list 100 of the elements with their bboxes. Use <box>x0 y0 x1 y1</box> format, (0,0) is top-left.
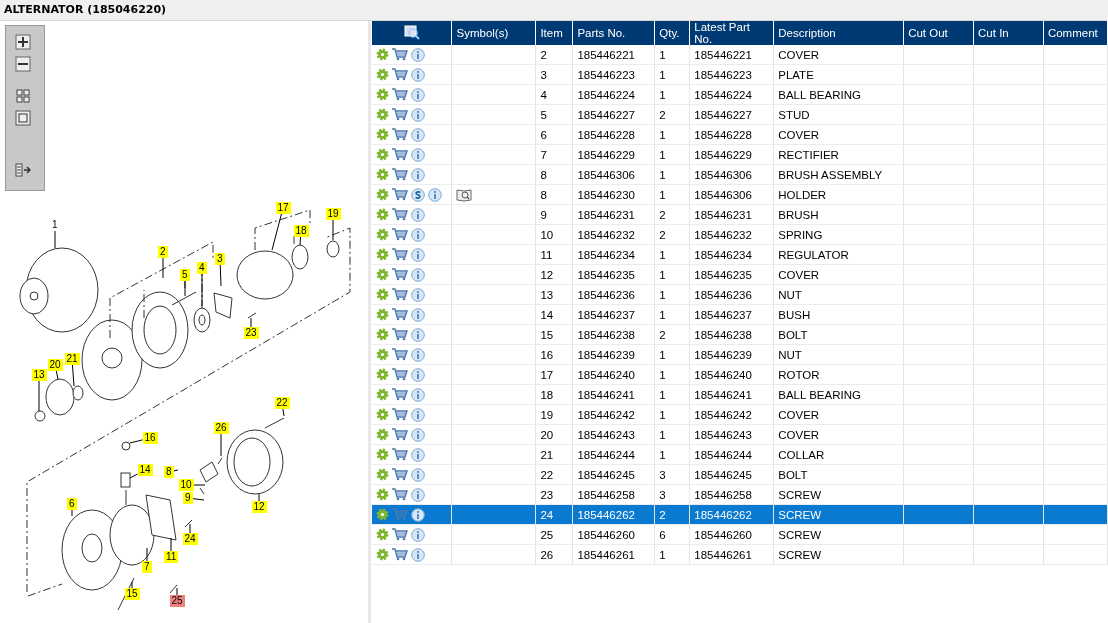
table-cell: 185446240 <box>689 364 774 385</box>
callout-number: 14 <box>137 464 153 476</box>
leader-line <box>332 219 334 241</box>
callout-number: 6 <box>67 498 77 510</box>
table-cell: HOLDER <box>773 184 904 205</box>
table-cell: 185446229 <box>572 144 655 165</box>
table-cell: 1 <box>654 544 690 565</box>
table-cell: 185446238 <box>689 324 774 345</box>
table-cell: 185446239 <box>689 344 774 365</box>
table-cell: 185446236 <box>689 284 774 305</box>
leader-line <box>258 493 260 502</box>
table-cell: 1 <box>654 124 690 145</box>
table-cell: 1 <box>654 45 690 65</box>
callout-number: 21 <box>64 353 80 365</box>
table-cell: 2 <box>654 324 690 345</box>
callout-number: 2 <box>158 246 168 258</box>
table-cell: 25 <box>535 524 573 545</box>
leader-line <box>170 537 172 552</box>
table-cell: 1 <box>654 384 690 405</box>
table-cell: 185446243 <box>572 424 655 445</box>
table-cell: 185446235 <box>689 264 774 285</box>
leader-line <box>38 380 40 412</box>
column-header: Cut In <box>973 21 1044 45</box>
leader-line <box>192 498 205 501</box>
leader-line <box>282 408 285 417</box>
table-cell: 2 <box>535 45 573 65</box>
table-cell: 1 <box>654 164 690 185</box>
leader-line <box>173 469 179 472</box>
table-cell: 185446223 <box>572 64 655 85</box>
table-cell: 13 <box>535 284 573 305</box>
table-cell: 185446241 <box>689 384 774 405</box>
table-cell: 185446231 <box>689 204 774 225</box>
leader-line <box>184 280 186 297</box>
table-cell: 22 <box>535 464 573 485</box>
table-cell: 1 <box>654 244 690 265</box>
table-cell: 23 <box>535 484 573 505</box>
table-cell: COVER <box>773 264 904 285</box>
table-cell: 1 <box>654 364 690 385</box>
table-cell: 185446229 <box>689 144 774 165</box>
table-cell: 1 <box>654 444 690 465</box>
table-cell: 185446221 <box>572 45 655 65</box>
leader-line <box>219 264 222 287</box>
column-header: Item <box>535 21 573 45</box>
column-header: Qty. <box>654 21 690 45</box>
table-cell: RECTIFIER <box>773 144 904 165</box>
table-cell: BUSH <box>773 304 904 325</box>
table-cell: 185446260 <box>572 524 655 545</box>
leader-line <box>71 364 75 387</box>
table-cell: 5 <box>535 104 573 125</box>
table-cell: 185446237 <box>572 304 655 325</box>
table-cell: STUD <box>773 104 904 125</box>
table-cell: 185446221 <box>689 45 774 65</box>
table-cell: NUT <box>773 284 904 305</box>
table-cell: 19 <box>535 404 573 425</box>
table-cell: 185446261 <box>572 544 655 565</box>
table-cell: 1 <box>654 424 690 445</box>
table-cell: 185446261 <box>689 544 774 565</box>
table-cell: 185446306 <box>572 164 655 185</box>
table-cell: 1 <box>654 84 690 105</box>
table-cell: 8 <box>535 164 573 185</box>
leader-line <box>193 484 206 486</box>
table-cell: 16 <box>535 344 573 365</box>
table-cell: 2 <box>654 224 690 245</box>
column-header: Symbol(s) <box>452 21 536 45</box>
table-cell: 12 <box>535 264 573 285</box>
table-cell: 185446241 <box>572 384 655 405</box>
callout-number: 17 <box>275 202 291 214</box>
leader-line <box>189 523 191 534</box>
leader-line <box>201 273 203 307</box>
callout-number: 7 <box>142 561 152 573</box>
table-cell: 2 <box>654 204 690 225</box>
leader-line <box>71 509 73 517</box>
leader-line <box>129 473 138 479</box>
table-cell: 185446306 <box>689 164 774 185</box>
table-cell: 1 <box>654 284 690 305</box>
table-cell: 185446232 <box>572 224 655 245</box>
column-header: Cut Out <box>903 21 974 45</box>
callout-number: 1 <box>50 219 60 231</box>
table-cell: REGULATOR <box>773 244 904 265</box>
table-cell: 185446240 <box>572 364 655 385</box>
callout-number: 8 <box>164 466 174 478</box>
table-cell: BOLT <box>773 464 904 485</box>
table-cell: 185446223 <box>689 64 774 85</box>
table-cell: 185446234 <box>689 244 774 265</box>
table-cell: 185446243 <box>689 424 774 445</box>
table-cell: 185446224 <box>689 84 774 105</box>
table-cell: 185446224 <box>572 84 655 105</box>
table-cell: 185446245 <box>689 464 774 485</box>
table-cell: 20 <box>535 424 573 445</box>
leader-line <box>129 439 143 444</box>
table-cell: COVER <box>773 424 904 445</box>
table-cell: SCREW <box>773 524 904 545</box>
table-cell: 14 <box>535 304 573 325</box>
callout-number: 16 <box>142 432 158 444</box>
table-cell: 4 <box>535 84 573 105</box>
table-cell: COLLAR <box>773 444 904 465</box>
callout-number: 22 <box>274 397 290 409</box>
table-cell: 10 <box>535 224 573 245</box>
table-cell: 185446242 <box>572 404 655 425</box>
table-cell: SPRING <box>773 224 904 245</box>
